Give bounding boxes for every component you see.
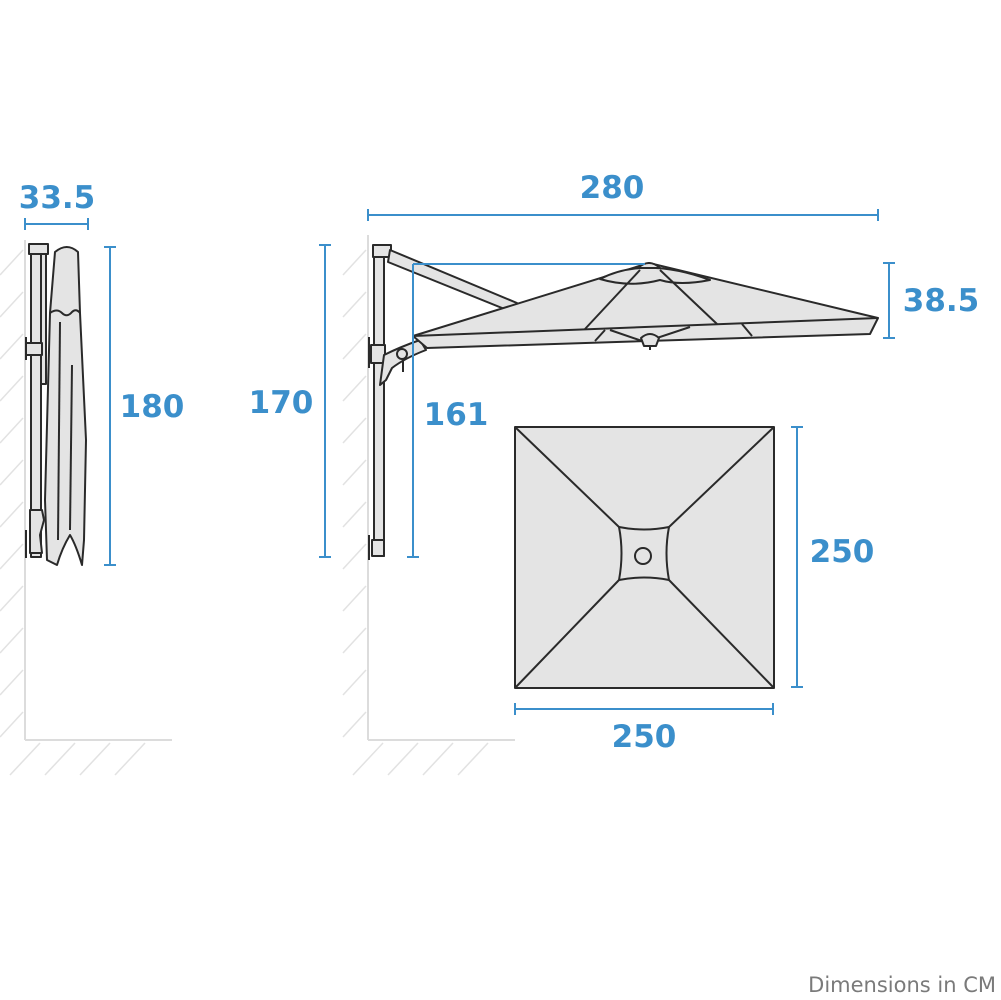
folded-side-view: 33.5 180 bbox=[0, 180, 185, 776]
folded-umbrella bbox=[25, 243, 87, 566]
floor-hatch-line bbox=[114, 742, 146, 776]
wall-hatch-line bbox=[0, 375, 24, 402]
dimension-depth-folded: 33.5 bbox=[19, 180, 96, 230]
dimension-total-height: 170 bbox=[249, 244, 331, 558]
wall-hatch-line bbox=[0, 585, 24, 612]
canopy-top bbox=[514, 426, 775, 689]
floor-hatch-line bbox=[422, 742, 454, 776]
dimension-clearance: 161 bbox=[407, 263, 645, 558]
top-view: 250 250 bbox=[514, 426, 875, 755]
wall-left bbox=[0, 240, 172, 776]
dimension-canopy-height: 38.5 bbox=[883, 262, 980, 339]
wall-hatch-line bbox=[342, 501, 367, 528]
wall-hatch-line bbox=[0, 543, 24, 570]
wall-hatch-line bbox=[0, 711, 24, 738]
dimensions-note: Dimensions in CM bbox=[808, 973, 996, 997]
wall-hatch-line bbox=[0, 417, 24, 444]
dimension-top-width: 250 bbox=[514, 703, 774, 755]
wall-hatch-line bbox=[342, 291, 367, 318]
wall-hatch-line bbox=[0, 501, 24, 528]
floor-hatch-line bbox=[387, 742, 419, 776]
floor-hatch-line bbox=[457, 742, 489, 776]
floor-hatch-line bbox=[9, 742, 41, 776]
wall-middle bbox=[342, 235, 515, 776]
top-width-label: 250 bbox=[612, 719, 677, 755]
width-open-label: 280 bbox=[580, 170, 645, 206]
wall-hatch-line bbox=[342, 711, 367, 738]
dimension-top-depth: 250 bbox=[791, 426, 875, 688]
open-side-view: 280 38.5 170 161 bbox=[249, 170, 980, 776]
wall-hatch-line bbox=[0, 669, 24, 696]
wall-hatch-line bbox=[342, 417, 367, 444]
canopy-height-label: 38.5 bbox=[903, 283, 980, 319]
depth-folded-label: 33.5 bbox=[19, 180, 96, 216]
wall-hatch-line bbox=[0, 291, 24, 318]
wall-hatch-line bbox=[342, 627, 367, 654]
wall-hatch-line bbox=[342, 669, 367, 696]
floor-hatch-line bbox=[352, 742, 384, 776]
total-height-label: 170 bbox=[249, 385, 314, 421]
wall-hatch-line bbox=[0, 249, 24, 276]
wall-hatch-line bbox=[342, 543, 367, 570]
wall-hatch-line bbox=[342, 249, 367, 276]
top-depth-label: 250 bbox=[810, 534, 875, 570]
height-folded-label: 180 bbox=[120, 389, 185, 425]
wall-hatch-line bbox=[0, 333, 24, 360]
open-umbrella bbox=[368, 244, 879, 560]
wall-hatch-line bbox=[0, 459, 24, 486]
wall-hatch-line bbox=[0, 627, 24, 654]
dimension-height-folded: 180 bbox=[104, 246, 185, 566]
dimension-width-open: 280 bbox=[367, 170, 879, 221]
floor-hatch-line bbox=[79, 742, 111, 776]
wall-hatch-line bbox=[342, 375, 367, 402]
wall-hatch-line bbox=[342, 459, 367, 486]
floor-hatch-line bbox=[44, 742, 76, 776]
clearance-label: 161 bbox=[424, 397, 489, 433]
wall-hatch-line bbox=[342, 585, 367, 612]
wall-hatch-line bbox=[342, 333, 367, 360]
